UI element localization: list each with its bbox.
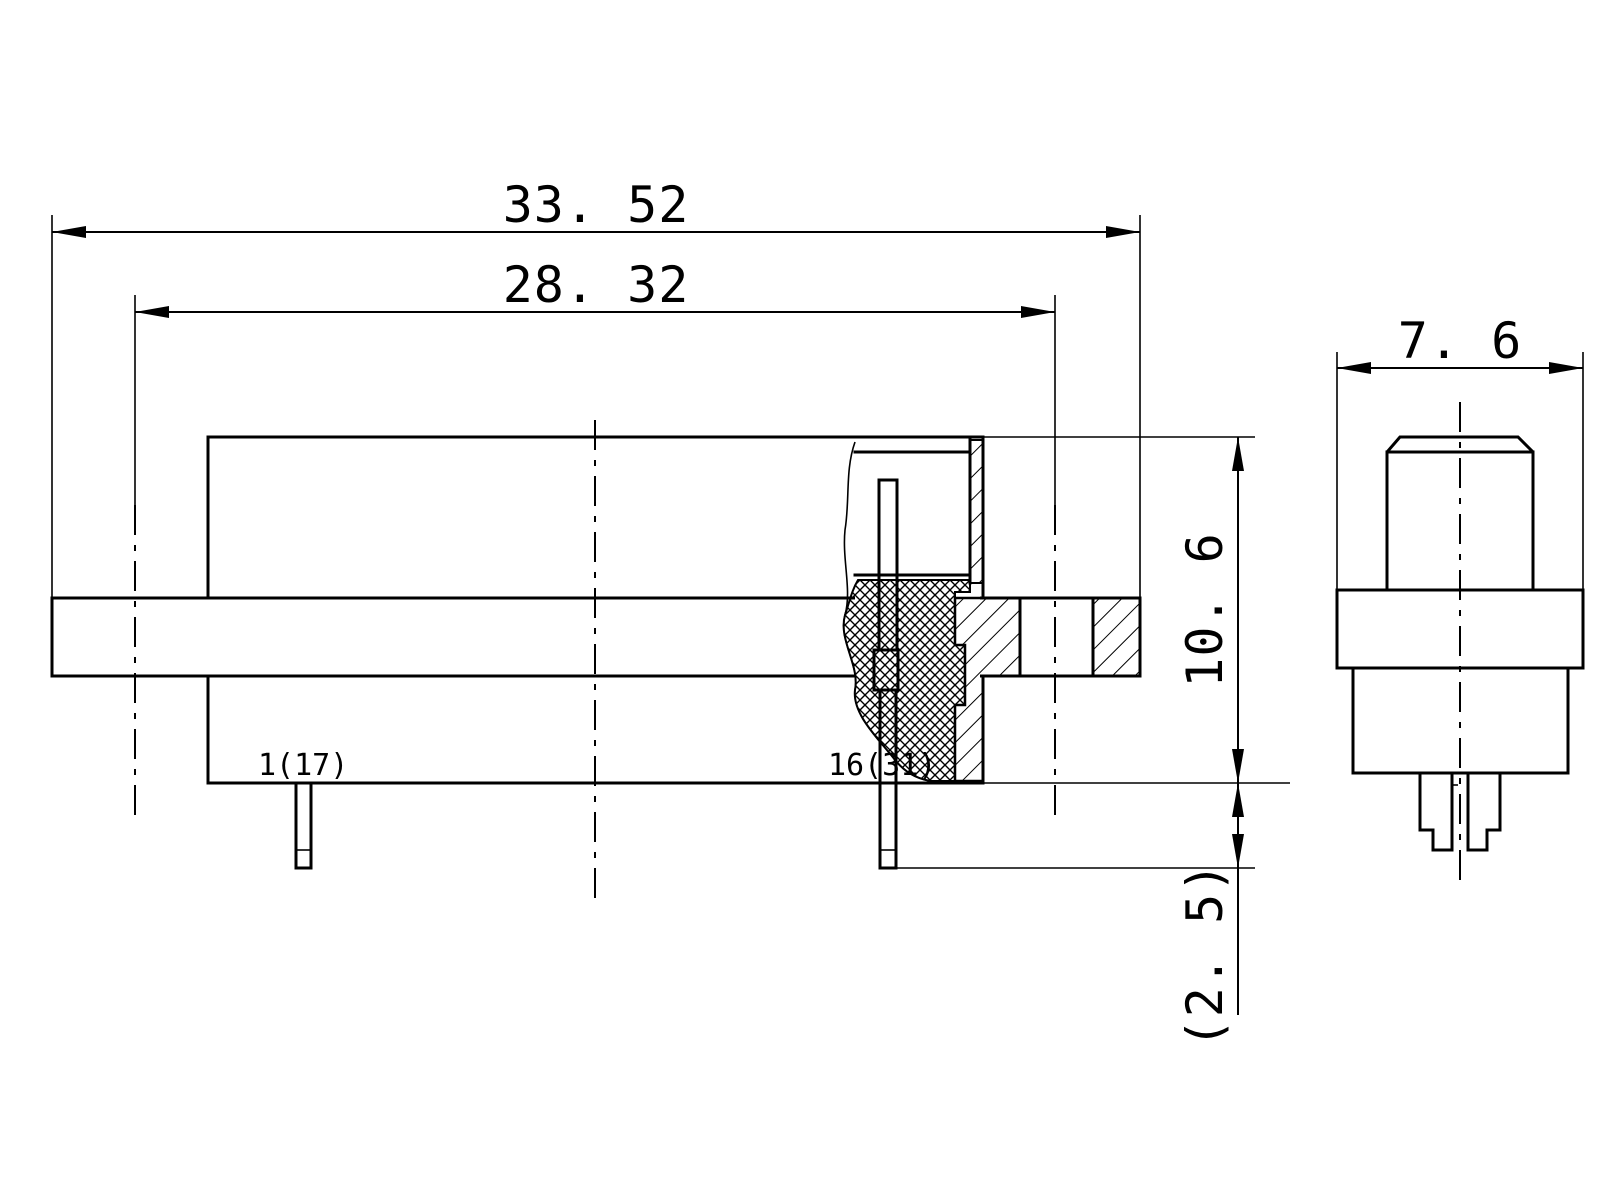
arrow-right-icon	[1549, 362, 1583, 374]
pin-tail-first	[294, 781, 313, 870]
dimension-text-overall: 33. 52	[503, 176, 690, 234]
arrow-up-icon	[1232, 834, 1244, 868]
arrow-down-icon	[1232, 783, 1244, 817]
pin-label-last: 16(31)	[828, 748, 936, 783]
side-tail-right	[1466, 771, 1502, 852]
front-view	[50, 435, 1142, 870]
dimension-hole-pitch	[134, 295, 1056, 505]
arrow-left-icon	[52, 226, 86, 238]
arrow-left-icon	[1337, 362, 1371, 374]
insulator-section	[842, 579, 971, 782]
arrow-left-icon	[135, 306, 169, 318]
flange-end-section	[1091, 596, 1142, 678]
dimension-text-pitch: 28. 32	[503, 256, 690, 314]
dimension-overall-width	[51, 215, 1141, 598]
dimension-text-side-width: 7. 6	[1398, 312, 1522, 370]
side-top-mating	[1385, 435, 1535, 592]
side-tail-left	[1418, 771, 1454, 852]
flange-metal-section	[953, 596, 1022, 783]
side-lower-body	[1351, 666, 1570, 775]
arrow-right-icon	[1021, 306, 1055, 318]
pin-label-first: 1(17)	[258, 748, 348, 783]
dimension-side-width	[1336, 352, 1584, 590]
arrow-right-icon	[1106, 226, 1140, 238]
dimension-pin-length	[896, 783, 1255, 1015]
center-lines	[134, 402, 1461, 905]
shell-wall-section	[969, 439, 984, 584]
side-view	[1335, 435, 1585, 852]
dimension-text-pin-length: (2. 5)	[1176, 862, 1234, 1049]
arrow-up-icon	[1232, 437, 1244, 471]
dimension-text-height: 10. 6	[1176, 532, 1234, 688]
arrow-down-icon	[1232, 749, 1244, 783]
pin-tail-last	[878, 781, 898, 870]
